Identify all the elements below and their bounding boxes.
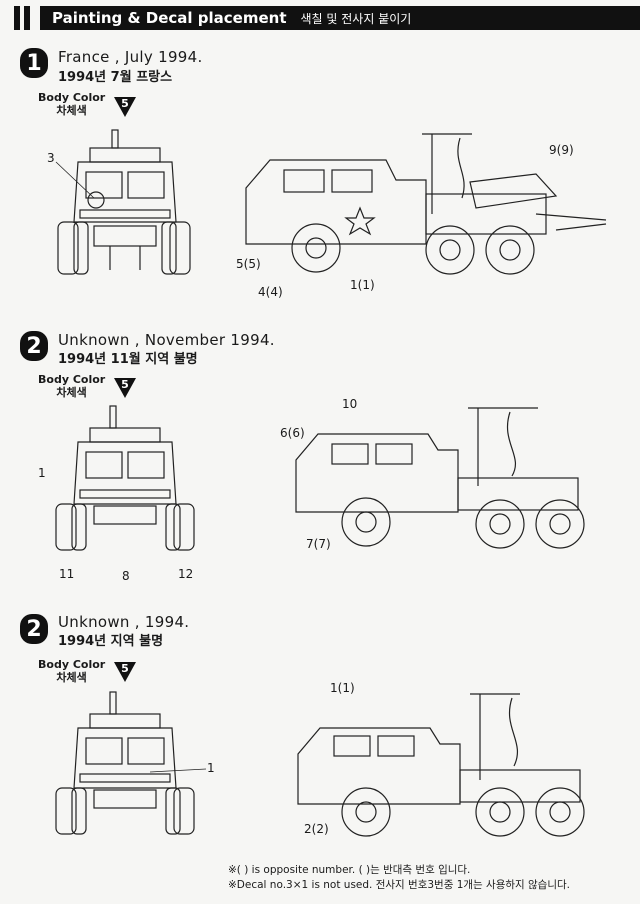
section-title: France , July 1994. — [58, 48, 203, 66]
callout-label: 1(1) — [350, 278, 375, 292]
callout-label: 6(6) — [280, 426, 305, 440]
section-title: Unknown , November 1994. — [58, 331, 275, 349]
callout-label: 8 — [122, 569, 130, 583]
callout-label: 11 — [59, 567, 75, 581]
callout-label: 1 — [38, 466, 46, 480]
section-title-korean: 1994년 지역 불명 — [58, 634, 164, 649]
footnote-decal-not-used: ※Decal no.3×1 is not used. 전사지 번호3번중 1개는… — [228, 879, 570, 891]
body-color-korean: 차체색 — [56, 104, 87, 117]
callout-label: 12 — [178, 567, 194, 581]
callout-label: 7(7) — [306, 537, 331, 551]
body-color-korean: 차체색 — [56, 386, 87, 399]
truck-front-view-illustration — [57, 129, 191, 275]
body-color-label: Body Color 차체색 — [38, 658, 105, 684]
callout-label: 9(9) — [549, 143, 574, 157]
section-title: Unknown , 1994. — [58, 613, 190, 631]
body-color-label: Body Color 차체색 — [38, 91, 105, 117]
page-header: Painting & Decal placement 색칠 및 전사지 붙이기 — [0, 6, 640, 30]
callout-label: 3 — [47, 151, 55, 165]
page-title-korean: 색칠 및 전사지 붙이기 — [300, 11, 412, 26]
body-color-text: Body Color — [38, 658, 106, 671]
callout-leader-line — [149, 768, 207, 773]
truck-side-view-illustration — [295, 407, 585, 549]
section-title-korean: 1994년 11월 지역 불명 — [58, 352, 198, 367]
paint-color-triangle-icon — [114, 378, 136, 398]
page-title: Painting & Decal placement — [52, 9, 287, 27]
callout-label: 1 — [207, 761, 215, 775]
section-number-badge: 2 — [20, 331, 48, 361]
body-color-text: Body Color — [38, 91, 106, 104]
callout-leader-line — [55, 161, 95, 199]
truck-side-view-illustration — [297, 693, 585, 837]
paint-number: 5 — [121, 97, 129, 110]
callout-label: 4(4) — [258, 285, 283, 299]
paint-color-triangle-icon — [114, 662, 136, 682]
truck-front-view-illustration — [55, 405, 195, 551]
callout-label: 1(1) — [330, 681, 355, 695]
header-stripes — [10, 6, 40, 30]
callout-label: 2(2) — [304, 822, 329, 836]
callout-label: 5(5) — [236, 257, 261, 271]
section-number-badge: 2 — [20, 614, 48, 644]
body-color-text: Body Color — [38, 373, 106, 386]
header-bar: Painting & Decal placement 색칠 및 전사지 붙이기 — [40, 6, 640, 30]
section-title-korean: 1994년 7월 프랑스 — [58, 70, 173, 85]
truck-front-view-illustration — [55, 691, 195, 835]
paint-number: 5 — [121, 662, 129, 675]
footnote-opposite-number: ※( ) is opposite number. ( )는 반대측 번호 입니다… — [228, 864, 471, 876]
paint-number: 5 — [121, 378, 129, 391]
section-number-badge: 1 — [20, 48, 48, 78]
truck-side-view-illustration — [245, 133, 607, 275]
callout-label: 10 — [342, 397, 358, 411]
body-color-label: Body Color 차체색 — [38, 373, 105, 399]
body-color-korean: 차체색 — [56, 671, 87, 684]
paint-color-triangle-icon — [114, 97, 136, 117]
